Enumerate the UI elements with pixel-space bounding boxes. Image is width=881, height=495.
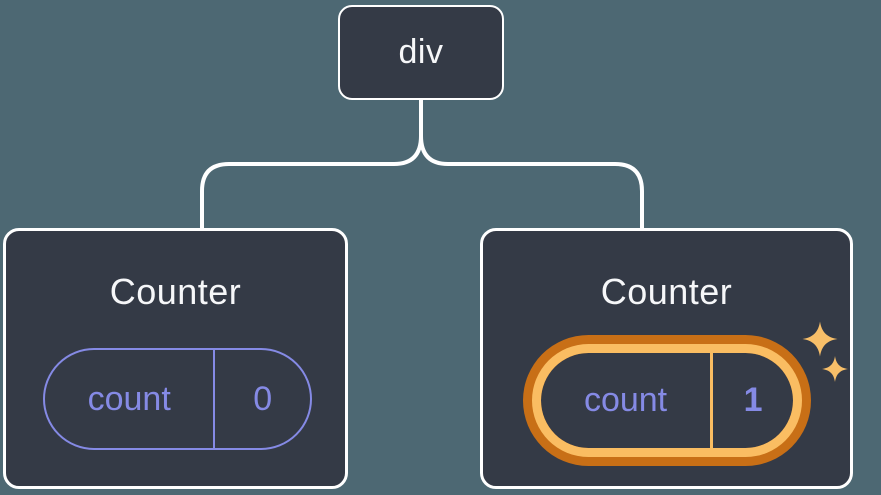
root-node-label: div <box>398 33 444 71</box>
state-value-label: 0 <box>253 379 273 418</box>
state-pill-right-highlighted: count 1 <box>541 353 793 448</box>
state-key-label: count <box>583 381 668 419</box>
state-value-segment: 0 <box>215 350 310 448</box>
sparkle-small-icon <box>822 356 848 382</box>
connector-left-branch <box>200 97 423 231</box>
state-pill-left: count 0 <box>43 348 312 450</box>
state-value-label: 1 <box>743 381 763 419</box>
counter-card-left-title: Counter <box>109 271 242 312</box>
counter-card-left: Counter count 0 <box>3 228 348 489</box>
state-value-segment: 1 <box>713 353 793 448</box>
counter-card-right: Counter count 1 <box>480 228 853 489</box>
root-node-div: div <box>338 5 504 100</box>
state-key-segment: count <box>45 350 216 448</box>
sparkle-icon <box>802 321 848 382</box>
sparkle-large-icon <box>802 321 838 357</box>
connector-right-branch <box>419 97 644 231</box>
state-key-label: count <box>87 379 171 418</box>
counter-card-right-title: Counter <box>600 271 733 312</box>
state-key-segment: count <box>541 353 714 448</box>
